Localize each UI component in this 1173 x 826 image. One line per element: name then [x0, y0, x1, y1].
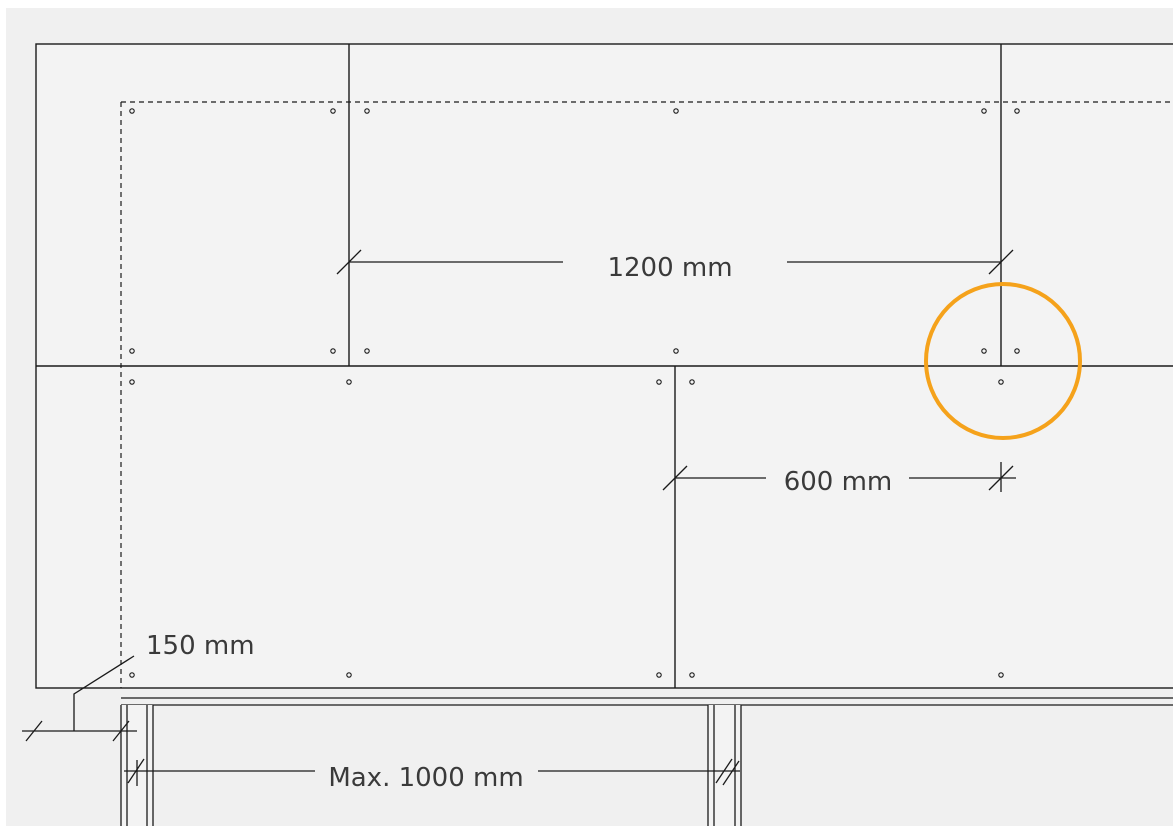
- screw-hole: [364, 108, 370, 114]
- screw-hole: [364, 348, 370, 354]
- screw-hole: [981, 348, 987, 354]
- screw-hole: [129, 108, 135, 114]
- screw-hole: [1014, 108, 1020, 114]
- screw-hole: [1014, 348, 1020, 354]
- screw-hole: [129, 348, 135, 354]
- screw-hole: [673, 108, 679, 114]
- screw-hole: [689, 672, 695, 678]
- dimension-label-600: 600 mm: [784, 467, 893, 497]
- frame-left-edge: [0, 0, 6, 826]
- screw-holes: [129, 108, 1020, 678]
- screw-hole: [129, 379, 135, 385]
- screw-hole: [330, 108, 336, 114]
- dimension-label-1200: 1200 mm: [607, 253, 732, 283]
- dimension-150: [22, 655, 137, 742]
- dimension-600: [662, 462, 1016, 492]
- screw-hole: [656, 672, 662, 678]
- screw-hole: [346, 379, 352, 385]
- dimension-max-1000: [124, 758, 740, 786]
- screw-hole: [981, 108, 987, 114]
- screw-hole: [656, 379, 662, 385]
- screw-hole: [689, 379, 695, 385]
- dimension-1200: [336, 249, 1014, 275]
- screw-hole: [998, 672, 1004, 678]
- frame-top-edge: [0, 0, 1173, 8]
- screw-hole: [330, 348, 336, 354]
- dimension-label-max-1000: Max. 1000 mm: [328, 763, 523, 793]
- screw-hole: [673, 348, 679, 354]
- dimension-label-150: 150 mm: [146, 631, 255, 661]
- screw-hole: [129, 672, 135, 678]
- screw-hole: [346, 672, 352, 678]
- highlight-circle: [924, 282, 1082, 440]
- screw-hole: [998, 379, 1004, 385]
